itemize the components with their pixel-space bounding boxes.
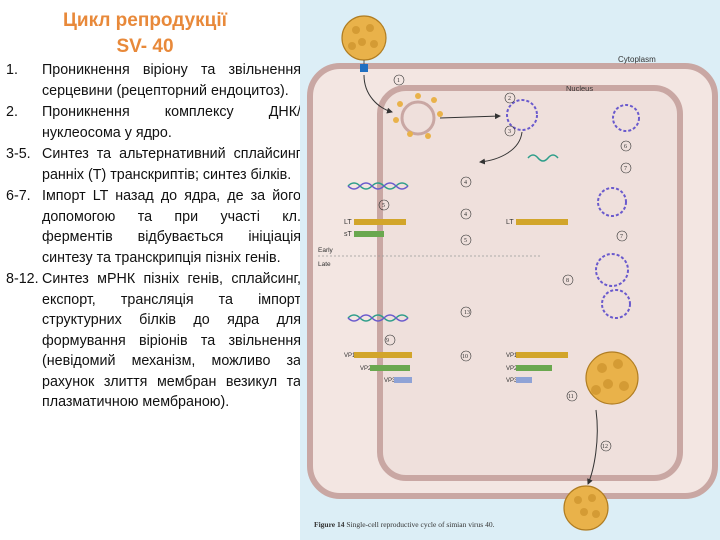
- arrow-release: [587, 409, 598, 485]
- step-text: Проникнення віріону та звільнення серцев…: [42, 62, 301, 99]
- title-line-2: SV- 40: [116, 36, 174, 57]
- step-text: Проникнення комплексу ДНК/нуклеосома у я…: [42, 104, 301, 141]
- step-text: Імпорт LT назад до ядра, де за його допо…: [42, 188, 301, 266]
- step-text: Синтез та альтернативний сплайсинг ранні…: [42, 146, 301, 183]
- nucleus-membrane: [377, 85, 683, 481]
- early-label: Early: [318, 247, 334, 254]
- svg-text:9: 9: [386, 338, 389, 344]
- arrow-nuclear-import: [439, 113, 501, 120]
- svg-text:7: 7: [624, 166, 627, 172]
- arrow-transcription: [479, 131, 523, 165]
- virion-entering: [341, 15, 387, 72]
- svg-text:4: 4: [464, 212, 467, 218]
- vp3-label: VP3: [384, 378, 396, 384]
- svg-text:2: 2: [508, 96, 511, 102]
- step-number: 2.: [6, 104, 18, 120]
- arrow-entry: [363, 74, 393, 114]
- released-virion: [563, 485, 609, 531]
- lt-protein-bar: [516, 219, 568, 225]
- virus-cycle-diagram: Cytoplasm Nucleus: [307, 15, 718, 531]
- dna-ring-icon: [612, 104, 640, 132]
- step-item: 6-7. Імпорт LT назад до ядра, де за його …: [6, 186, 301, 268]
- vp3-protein-bar: [516, 377, 532, 383]
- svg-text:3: 3: [508, 129, 511, 135]
- early-transcripts: [347, 154, 559, 322]
- lt-label-right: LT: [506, 219, 514, 226]
- cytoplasm-label: Cytoplasm: [618, 55, 656, 64]
- minichromosome-icon: [506, 99, 538, 131]
- vp2-label-right: VP2: [506, 366, 518, 372]
- lt-protein-bar: [354, 219, 406, 225]
- vp1-protein-bar: [354, 352, 412, 358]
- svg-text:7: 7: [620, 234, 623, 240]
- st-label: sT: [344, 231, 353, 238]
- title-line-1: Цикл репродукції: [63, 10, 227, 31]
- svg-text:1: 1: [397, 78, 400, 84]
- step-item: 1. Проникнення віріону та звільнення серц…: [6, 60, 301, 101]
- vp2-protein-bar: [516, 365, 552, 371]
- step-item: 8-12.Синтез мРНК пізніх генів, сплайсинг…: [6, 269, 301, 413]
- figure-panel: Cytoplasm Nucleus: [300, 0, 720, 540]
- step-number: 8-12.: [6, 271, 39, 287]
- dna-ring-icon: [601, 289, 631, 319]
- caption-label: Figure 14: [314, 520, 345, 529]
- vp1-protein-bar: [516, 352, 568, 358]
- step-number: 1.: [6, 62, 18, 78]
- step-item: 3-5. Синтез та альтернативний сплайсинг р…: [6, 144, 301, 185]
- lt-label: LT: [344, 219, 352, 226]
- page-title: Цикл репродукції SV- 40: [0, 8, 300, 60]
- st-protein-bar: [354, 231, 384, 237]
- late-label: Late: [318, 261, 331, 268]
- svg-text:11: 11: [568, 394, 574, 400]
- svg-text:10: 10: [462, 354, 468, 360]
- svg-text:4: 4: [464, 180, 467, 186]
- svg-text:12: 12: [602, 444, 608, 450]
- step-markers: 1 2 3 4 5 4 5 6 7 8 9 10 11 12 13 7: [378, 74, 632, 452]
- svg-text:13: 13: [464, 310, 470, 316]
- vp3-protein-bar: [394, 377, 412, 383]
- figure-caption: Figure 14 Single-cell reproductive cycle…: [314, 520, 494, 529]
- step-text: Синтез мРНК пізніх генів, сплайсинг, екс…: [42, 271, 301, 410]
- steps-list: 1. Проникнення віріону та звільнення серц…: [6, 60, 301, 414]
- step-item: 2. Проникнення комплексу ДНК/нуклеосома у…: [6, 102, 301, 143]
- text-panel: Цикл репродукції SV- 40 1. Проникнення ві…: [0, 0, 301, 540]
- svg-text:6: 6: [624, 144, 627, 150]
- assembled-virion: [585, 351, 639, 405]
- vp2-label: VP2: [360, 366, 372, 372]
- svg-text:8: 8: [566, 278, 569, 284]
- nucleus-label: Nucleus: [566, 84, 593, 93]
- dna-ring-icon: [597, 187, 627, 217]
- step-number: 3-5.: [6, 146, 31, 162]
- dna-ring-icon: [595, 253, 629, 287]
- svg-text:5: 5: [382, 203, 385, 209]
- receptor-icon: [360, 64, 368, 72]
- vp2-protein-bar: [370, 365, 410, 371]
- vp3-label-right: VP3: [506, 378, 518, 384]
- caption-text: Single-cell reproductive cycle of simian…: [344, 520, 495, 529]
- vp1-label-right: VP1: [506, 353, 518, 359]
- svg-text:5: 5: [464, 238, 467, 244]
- step-number: 6-7.: [6, 188, 31, 204]
- vp1-label: VP1: [344, 353, 356, 359]
- endocytic-vesicle: [393, 93, 443, 139]
